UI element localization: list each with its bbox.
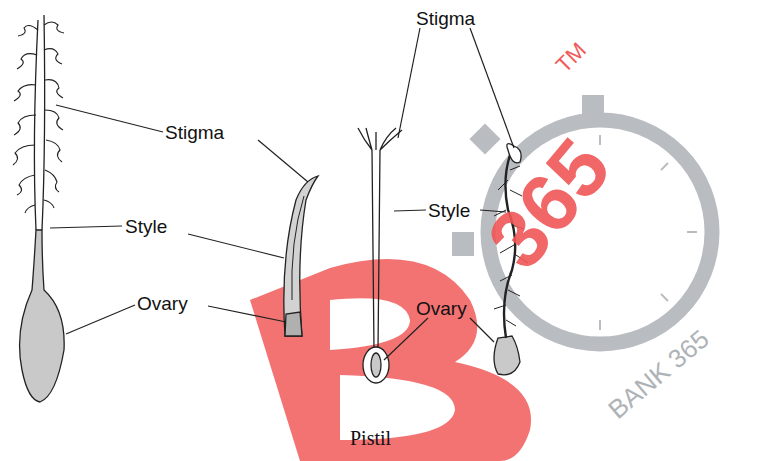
- part-label: Ovary: [416, 299, 467, 318]
- curved-pistil: [284, 176, 318, 336]
- part-label: Stigma: [165, 123, 224, 142]
- watermark-stopwatch: [452, 95, 712, 344]
- feathery-pistil: [13, 15, 64, 402]
- leader-lines: [50, 28, 514, 360]
- forked-pistil: [358, 128, 402, 383]
- part-label: Style: [428, 201, 470, 220]
- watermark-text: TM: [552, 39, 590, 77]
- part-label: Ovary: [137, 294, 188, 313]
- part-label: Stigma: [416, 9, 475, 28]
- part-label: Style: [125, 217, 167, 236]
- figure-caption: Pistil: [350, 428, 391, 448]
